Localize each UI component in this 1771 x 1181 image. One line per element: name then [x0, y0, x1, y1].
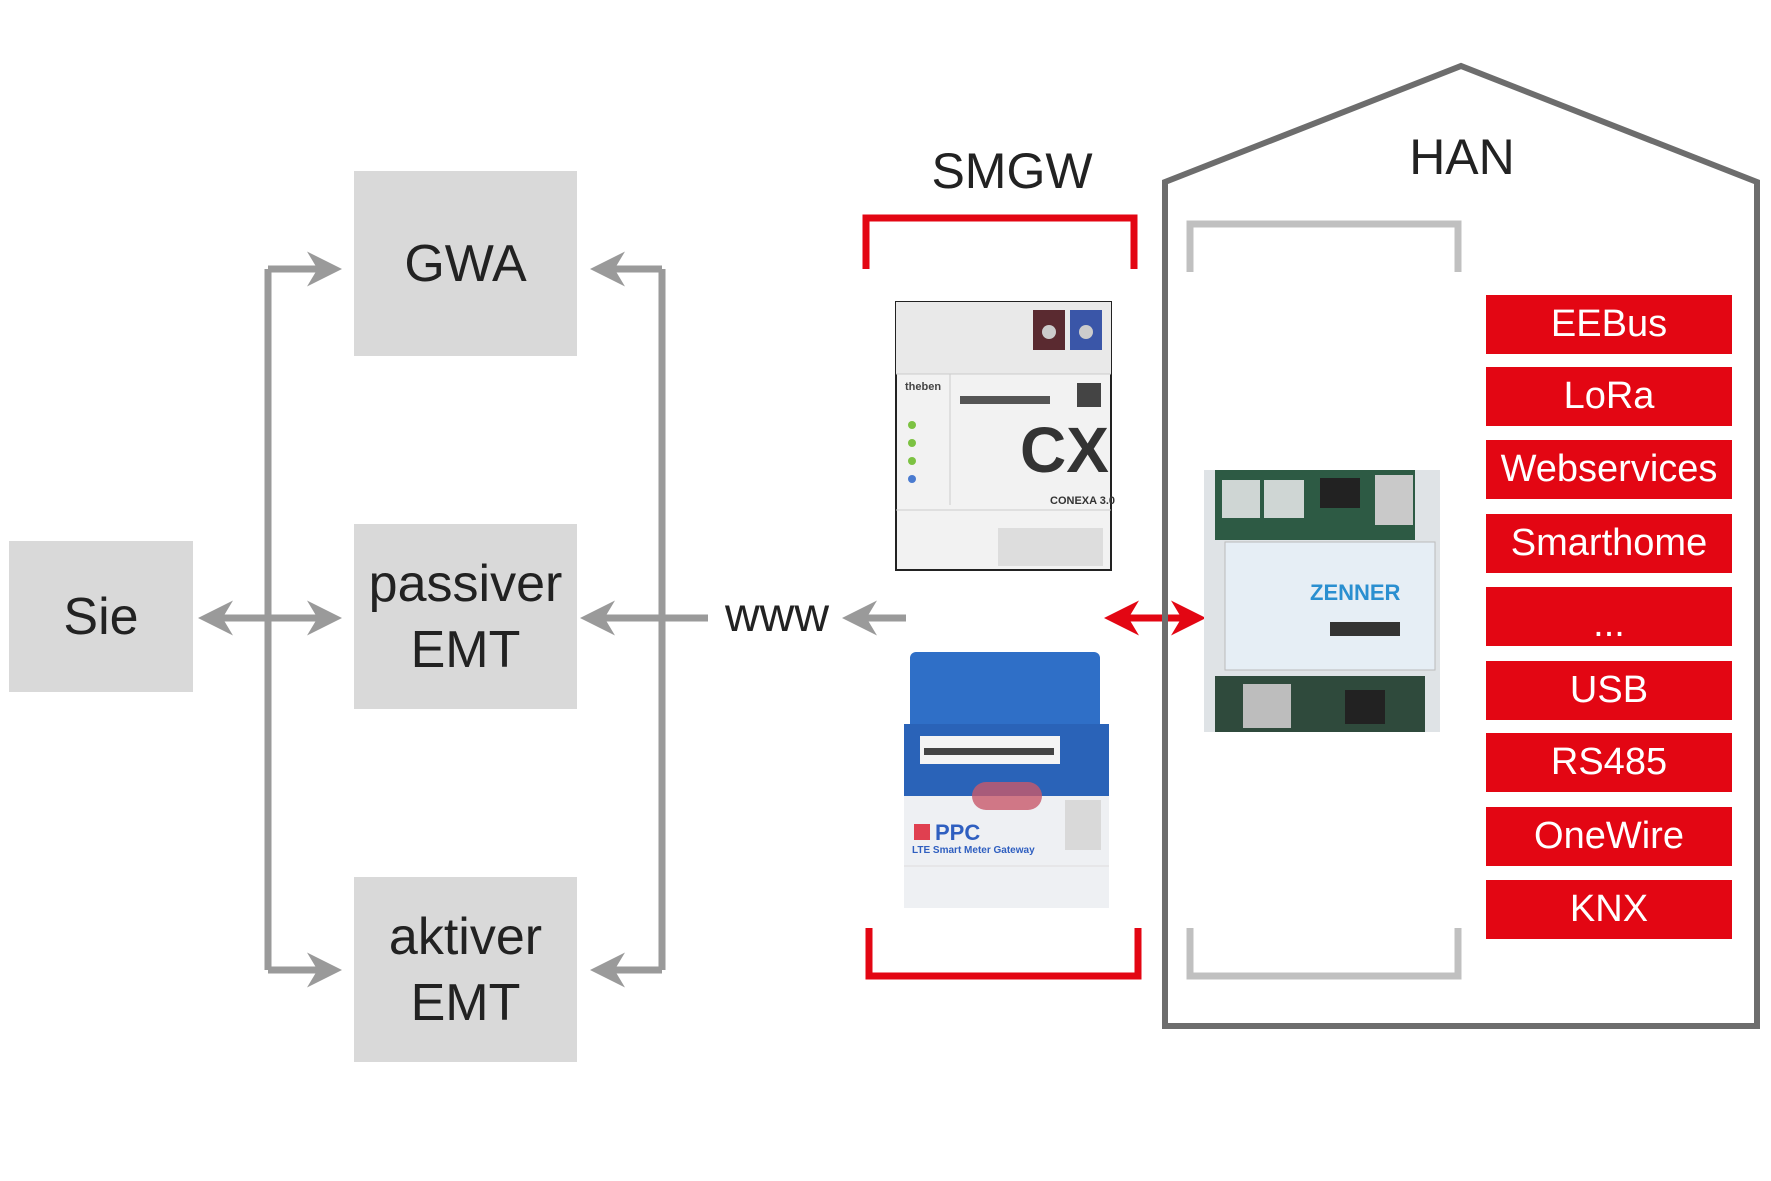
protocol-item: Smarthome	[1486, 514, 1732, 573]
protocol-item: ...	[1486, 587, 1732, 646]
actor-box-gwa: GWA	[354, 171, 577, 356]
han-bracket-top	[1186, 220, 1462, 272]
actor-label-line2: EMT	[410, 620, 521, 679]
han-title: HAN	[1409, 129, 1515, 185]
theben-gateway-image: theben CX CONEXA 3.0	[895, 301, 1115, 571]
actor-label-line1: passiver	[368, 554, 563, 613]
smgw-bracket-top	[862, 214, 1138, 269]
network-label: www	[725, 589, 829, 642]
svg-text:CONEXA 3.0: CONEXA 3.0	[1050, 495, 1115, 507]
zenner-gateway-image: ZENNER	[1204, 470, 1440, 732]
han-bracket-bottom	[1186, 928, 1462, 980]
svg-text:PPC: PPC	[935, 820, 980, 845]
house-outline	[1162, 62, 1760, 1029]
protocol-item: USB	[1486, 661, 1732, 720]
smgw-bracket-bottom	[865, 928, 1142, 980]
protocol-item: KNX	[1486, 880, 1732, 939]
protocol-item: RS485	[1486, 733, 1732, 792]
actor-label-line1: aktiver	[388, 907, 543, 966]
svg-text:ZENNER: ZENNER	[1310, 580, 1401, 605]
protocol-item: EEBus	[1486, 295, 1732, 354]
actor-label-line2: EMT	[410, 973, 521, 1032]
smgw-title: SMGW	[931, 143, 1093, 199]
ppc-device-name: LTE Smart Meter Gateway	[912, 845, 1035, 856]
protocol-item: Webservices	[1486, 440, 1732, 499]
user-box: Sie	[9, 541, 193, 692]
protocol-item: OneWire	[1486, 807, 1732, 866]
protocol-item: LoRa	[1486, 367, 1732, 426]
ppc-gateway-image: PPC	[904, 652, 1109, 908]
svg-text:CX: CX	[1020, 414, 1109, 486]
actor-box-passiver-emt: passiver EMT	[354, 524, 577, 709]
user-label: Sie	[63, 587, 139, 646]
actor-box-aktiver-emt: aktiver EMT	[354, 877, 577, 1062]
actor-label: GWA	[404, 234, 527, 293]
svg-text:theben: theben	[905, 381, 941, 393]
